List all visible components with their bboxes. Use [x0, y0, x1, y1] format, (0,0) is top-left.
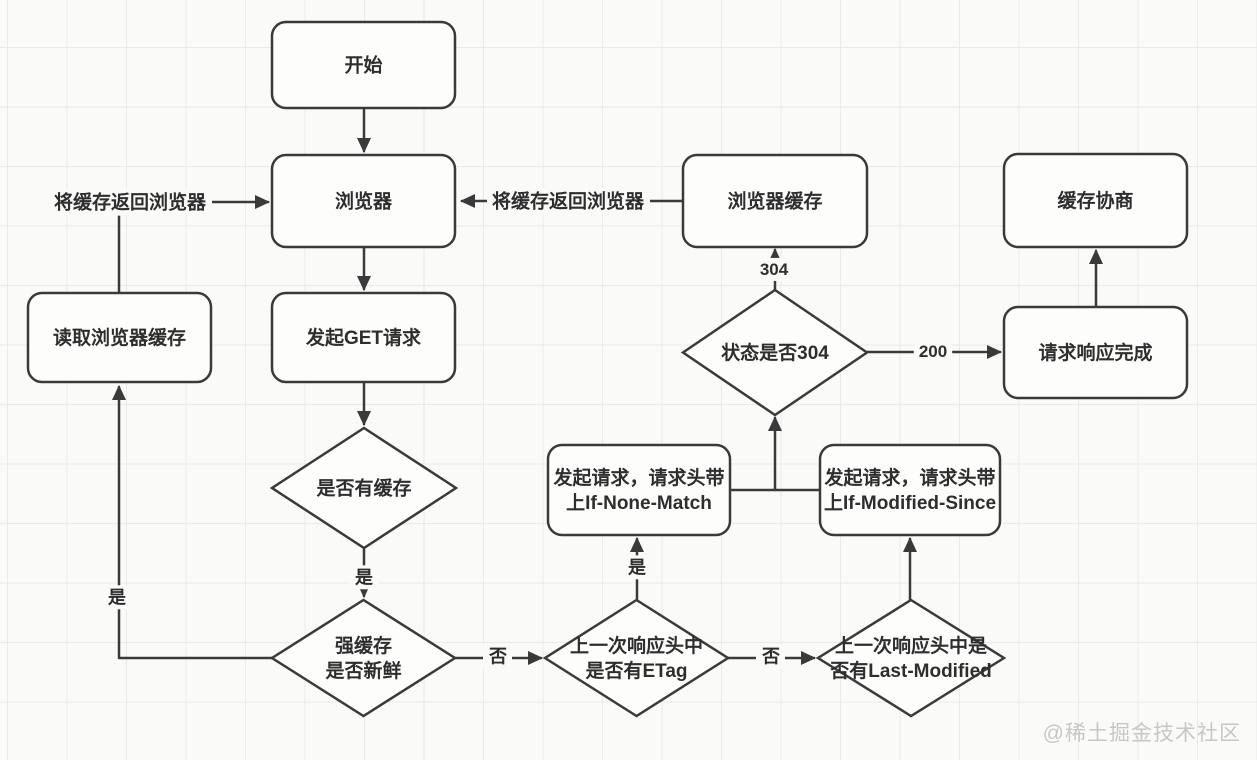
node-browser-cache-label: 浏览器缓存	[727, 190, 822, 213]
svg-text:304: 304	[760, 260, 789, 279]
node-browser-shape	[270, 153, 457, 249]
node-cache-negotiation-shape	[1002, 152, 1189, 249]
edge-strong-cache-yes-to-read-cache	[112, 385, 274, 660]
node-status-is-304-label: 状态是否304	[721, 341, 829, 364]
node-strong-cache-fresh-shape	[269, 598, 458, 718]
node-has-cache: 是否有缓存	[269, 426, 459, 550]
svg-text:将缓存返回浏览器: 将缓存返回浏览器	[54, 191, 207, 214]
node-request-response-done-shape	[1002, 305, 1189, 400]
node-request-response-done-label: 请求响应完成	[1038, 341, 1152, 364]
edge-label-bg	[483, 644, 512, 669]
node-start-shape	[270, 20, 457, 110]
edge-label-has-cache-yes-to-strong-cache: 是	[349, 565, 378, 590]
node-strong-cache-fresh: 强缓存是否新鲜	[269, 598, 458, 718]
node-status-is-304-shape	[680, 288, 870, 417]
node-request-if-none-match-label: 发起请求，请求头带上If-None-Match	[552, 466, 724, 514]
edge-label-strong-cache-yes-to-read-cache: 是	[102, 585, 131, 610]
edge-label-status-304-up-to-browser-cache: 304	[754, 257, 794, 281]
node-strong-cache-fresh-label: 强缓存是否新鲜	[325, 634, 401, 682]
node-read-browser-cache: 读取浏览器缓存	[26, 291, 213, 384]
svg-text:200: 200	[919, 342, 947, 361]
node-request-response-done: 请求响应完成	[1002, 305, 1189, 400]
node-read-browser-cache-label: 读取浏览器缓存	[53, 326, 186, 349]
node-request-if-none-match: 发起请求，请求头带上If-None-Match	[546, 443, 732, 537]
edge-label-bg	[102, 585, 131, 610]
node-browser-label: 浏览器	[335, 190, 393, 213]
node-start-label: 开始	[344, 54, 382, 77]
node-has-last-modified-shape	[815, 598, 1007, 718]
node-has-last-modified: 上一次响应头中是否有Last-Modified	[815, 598, 1007, 718]
edge-label-status-200-to-response-done: 200	[913, 339, 953, 363]
svg-text:是: 是	[354, 567, 373, 587]
edge-label-strong-cache-no-to-etag: 否	[483, 644, 512, 669]
edge-label-bg	[486, 187, 650, 215]
watermark: @稀土掘金技术社区	[1042, 722, 1241, 745]
edge-label-etag-yes-to-if-none-match: 是	[622, 555, 651, 580]
node-request-if-modified-since-shape	[818, 443, 1002, 537]
edge-label-etag-no-to-last-modified: 否	[756, 644, 785, 669]
node-browser-cache: 浏览器缓存	[681, 153, 869, 249]
node-has-etag-label: 上一次响应头中是否有ETag	[570, 634, 703, 682]
node-has-cache-label: 是否有缓存	[316, 477, 411, 500]
node-request-if-modified-since: 发起请求，请求头带上If-Modified-Since	[818, 443, 1002, 537]
node-has-etag: 上一次响应头中是否有ETag	[542, 598, 731, 718]
svg-text:是: 是	[107, 587, 126, 607]
edge-label-bg	[754, 257, 794, 281]
edge-label-browser-cache-return-to-browser: 将缓存返回浏览器	[486, 187, 650, 215]
edge-label-bg	[756, 644, 785, 669]
svg-text:否: 否	[488, 646, 507, 666]
node-request-if-none-match-shape	[546, 443, 732, 537]
node-request-if-modified-since-label: 发起请求，请求头带上If-Modified-Since	[823, 466, 996, 514]
node-browser-cache-shape	[681, 153, 869, 249]
svg-text:是: 是	[627, 557, 646, 577]
edge-label-bg	[349, 565, 378, 590]
node-has-last-modified-label: 上一次响应头中是否有Last-Modified	[829, 634, 992, 682]
node-cache-negotiation: 缓存协商	[1002, 152, 1189, 249]
edge-label-bg	[622, 555, 651, 580]
node-send-get-request-label: 发起GET请求	[305, 326, 422, 349]
node-has-cache-shape	[269, 426, 459, 550]
node-browser: 浏览器	[270, 153, 457, 249]
node-send-get-request-shape	[270, 291, 457, 384]
edge-label-bg	[913, 339, 953, 363]
svg-text:将缓存返回浏览器: 将缓存返回浏览器	[492, 190, 645, 213]
node-start: 开始	[270, 20, 457, 110]
node-status-is-304: 状态是否304	[680, 288, 870, 417]
node-cache-negotiation-label: 缓存协商	[1057, 189, 1133, 212]
node-send-get-request: 发起GET请求	[270, 291, 457, 384]
svg-text:否: 否	[761, 646, 780, 666]
node-has-etag-shape	[542, 598, 731, 718]
node-read-browser-cache-shape	[26, 291, 213, 384]
edge-label-return-cache-left-to-browser: 将缓存返回浏览器	[48, 188, 212, 216]
edge-label-bg	[48, 188, 212, 216]
